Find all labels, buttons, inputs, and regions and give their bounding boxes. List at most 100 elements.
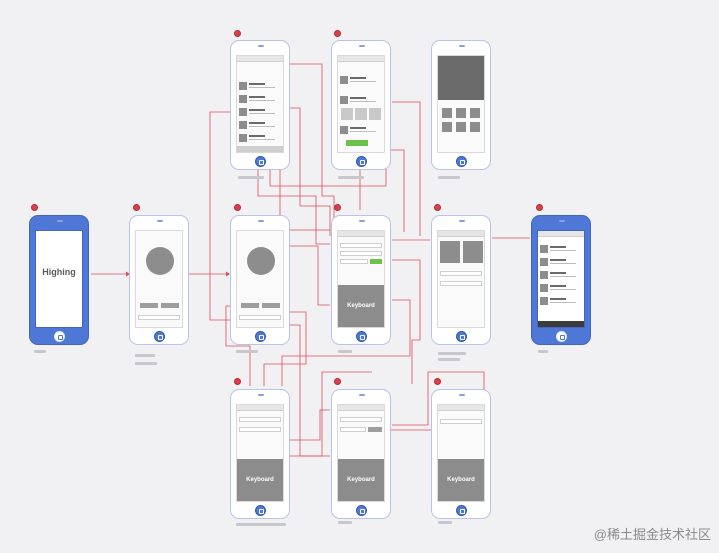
caption <box>338 176 364 179</box>
phone-search-bottom-1: Keyboard <box>230 389 290 519</box>
title-line <box>249 96 265 98</box>
text-field <box>239 315 281 320</box>
thumbnail <box>239 82 247 90</box>
speaker <box>459 45 465 47</box>
caption <box>438 176 460 179</box>
marker-pin <box>234 30 241 37</box>
connector <box>288 107 331 236</box>
subtitle-line <box>249 139 275 140</box>
thumbnail <box>239 108 247 116</box>
thumbnail <box>540 297 548 305</box>
marker-pin <box>434 204 441 211</box>
screen: Keyboard <box>437 404 485 502</box>
text-field <box>340 417 382 422</box>
grid-tile <box>442 122 452 132</box>
screen-button <box>241 303 259 308</box>
list-item <box>340 76 382 85</box>
thumbnail <box>540 271 548 279</box>
connector <box>392 101 421 236</box>
caption <box>135 362 157 365</box>
list-item <box>340 126 382 135</box>
thumbnail <box>340 126 348 134</box>
thumbnail <box>239 95 247 103</box>
marker-pin <box>31 204 38 211</box>
home-button <box>356 505 367 516</box>
phone-form-keyboard: Keyboard <box>331 215 391 345</box>
list-item <box>540 284 582 293</box>
caption <box>238 176 264 179</box>
nav-bar <box>438 231 484 237</box>
phone-avatar-1 <box>129 215 189 345</box>
text-field <box>340 259 368 264</box>
home-button <box>556 331 567 342</box>
connector <box>288 371 372 457</box>
subtitle-line <box>350 81 376 82</box>
subtitle-line <box>550 302 576 303</box>
screen <box>437 230 485 328</box>
marker-pin <box>334 204 341 211</box>
subtitle-line <box>249 100 275 101</box>
speaker <box>57 220 63 222</box>
screen-button <box>140 303 158 308</box>
image-placeholder <box>463 241 483 263</box>
connector <box>288 324 330 457</box>
list-item <box>239 95 281 104</box>
speaker <box>359 394 365 396</box>
nav-bar <box>338 405 384 411</box>
marker-pin <box>334 30 341 37</box>
text-field <box>340 427 366 432</box>
screen: Keyboard <box>337 404 385 502</box>
text-field <box>440 419 482 424</box>
phone-detail-top <box>331 40 391 170</box>
keyboard: Keyboard <box>338 285 384 327</box>
list-item <box>540 271 582 280</box>
thumbnail <box>540 245 548 253</box>
marker-pin <box>536 204 543 211</box>
text-field <box>440 271 482 276</box>
title-line <box>249 122 265 124</box>
subtitle-line <box>550 276 576 277</box>
home-button <box>255 156 266 167</box>
list-item <box>239 108 281 117</box>
home-button <box>356 156 367 167</box>
title-line <box>249 109 265 111</box>
title-line <box>350 127 366 129</box>
marker-pin <box>133 204 140 211</box>
image-placeholder <box>355 108 367 120</box>
phone-splash: Highing <box>29 215 89 345</box>
thumbnail <box>340 96 348 104</box>
screen: Keyboard <box>337 230 385 328</box>
green-button <box>370 259 382 264</box>
screen <box>337 55 385 153</box>
subtitle-line <box>550 289 576 290</box>
text-field <box>440 281 482 286</box>
title-line <box>550 285 566 287</box>
grid-tile <box>442 108 452 118</box>
keyboard: Keyboard <box>237 459 283 501</box>
subtitle-line <box>249 113 275 114</box>
text-field <box>239 417 281 422</box>
phone-avatar-2 <box>230 215 290 345</box>
marker-pin <box>234 378 241 385</box>
home-button <box>456 505 467 516</box>
phone-list-top <box>230 40 290 170</box>
connector <box>257 170 330 245</box>
list-item <box>540 297 582 306</box>
grid-tile <box>470 108 480 118</box>
phone-photo-grid <box>431 215 491 345</box>
keyboard: Keyboard <box>338 459 384 501</box>
list-item <box>239 121 281 130</box>
screen <box>135 230 183 328</box>
phone-search-bottom-3: Keyboard <box>431 389 491 519</box>
image-placeholder <box>440 241 460 263</box>
title-line <box>550 298 566 300</box>
speaker <box>359 220 365 222</box>
speaker <box>459 220 465 222</box>
title-line <box>550 259 566 261</box>
caption <box>438 521 452 524</box>
title-line <box>550 246 566 248</box>
home-button <box>255 505 266 516</box>
connector <box>263 311 307 386</box>
subtitle-line <box>350 101 376 102</box>
